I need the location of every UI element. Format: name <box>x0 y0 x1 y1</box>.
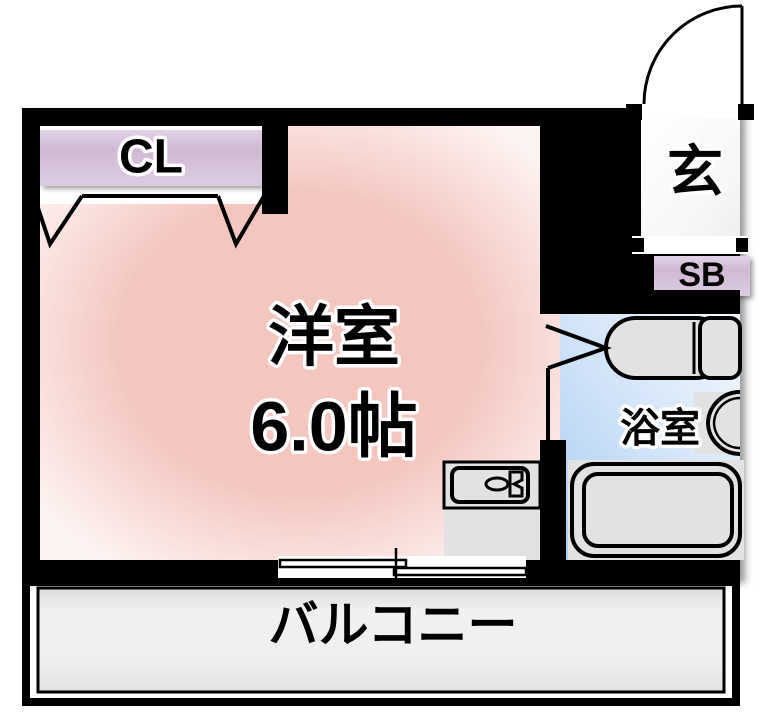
bathroom-label: 浴室 <box>620 407 700 451</box>
main-room-size-label: 6.0帖 <box>250 387 417 465</box>
bathtub-inner <box>582 472 734 548</box>
wall-above-corridor <box>540 108 640 126</box>
main-room-floor <box>40 126 560 560</box>
entrance-step <box>632 236 748 254</box>
main-room <box>40 126 560 560</box>
closet-area <box>32 118 288 249</box>
entrance-door-jamb-right <box>738 104 754 120</box>
closet-divider-wall <box>262 118 288 214</box>
balcony-floor <box>38 588 724 692</box>
entrance-step-band <box>632 236 748 254</box>
entrance-area <box>626 4 754 296</box>
faucet-drain <box>484 476 510 492</box>
faucet-spout <box>508 470 524 498</box>
interior-partitions <box>540 108 740 578</box>
washbasin <box>694 390 741 456</box>
kitchen-area <box>442 460 542 560</box>
entrance-floor <box>640 118 740 236</box>
kitchen-faucet <box>484 470 524 498</box>
entrance-door-opening <box>640 104 740 118</box>
entrance-step-right-cap <box>736 238 748 252</box>
sliding-door-panel-a <box>278 558 408 569</box>
entrance-swing-door <box>642 4 744 105</box>
shoebox-fill <box>654 256 750 296</box>
closet-fill <box>40 130 262 186</box>
washbasin-bowl <box>705 390 741 456</box>
wall-room-entry <box>540 118 566 298</box>
toilet-tank <box>698 316 742 380</box>
balcony-sliding-door <box>278 548 528 586</box>
wall-kitchen-bath <box>540 440 566 578</box>
main-room-label: 洋室 <box>268 299 400 373</box>
sliding-door-panel-b <box>392 566 528 577</box>
shoebox-label: SB <box>678 256 725 294</box>
balcony-border <box>36 586 726 694</box>
toilet <box>604 316 742 380</box>
balcony-label: バルコニー <box>269 597 518 653</box>
bathtub <box>568 460 744 560</box>
balcony-area <box>22 578 740 706</box>
wall-below-shoebox <box>540 290 740 314</box>
entrance-step-left-cap <box>632 238 644 252</box>
entrance-label: 玄 <box>667 140 723 203</box>
washbasin-bowl-inner <box>712 396 741 450</box>
closet-folding-door <box>32 194 266 249</box>
closet-label: CL <box>119 131 183 184</box>
